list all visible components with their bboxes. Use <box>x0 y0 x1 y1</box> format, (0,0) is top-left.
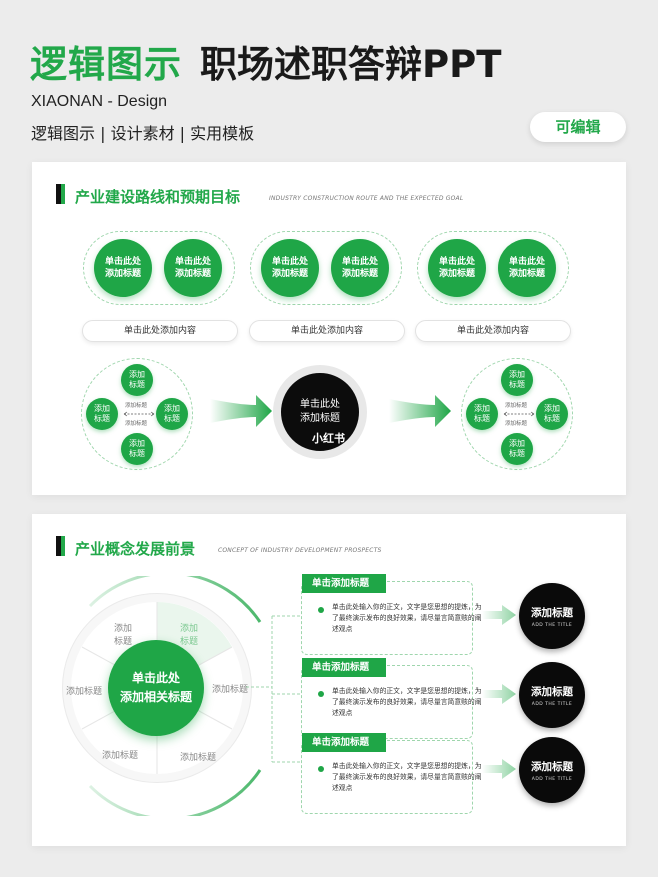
cluster-right-node-left[interactable]: 添加 标题 <box>466 398 498 430</box>
card3-title[interactable]: 单击添加标题 <box>302 733 386 752</box>
group-capsule-3: 单击此处 添加标题 单击此处 添加标题 <box>417 231 569 305</box>
section1-subtitle: INDUSTRY CONSTRUCTION ROUTE AND THE EXPE… <box>269 195 464 202</box>
cluster-left-node-top[interactable]: 添加 标题 <box>121 364 153 396</box>
section2-panel: 产业概念发展前景 CONCEPT OF INDUSTRY DEVELOPMENT… <box>32 514 626 846</box>
edit-button[interactable]: 可编辑 <box>530 112 626 142</box>
group3-circle-2[interactable]: 单击此处 添加标题 <box>498 239 556 297</box>
concept-center-circle[interactable]: 单击此处 添加相关标题 <box>108 640 204 736</box>
title-black: 职场述职答辩PPT <box>200 43 502 86</box>
card3-text[interactable]: 单击此处输入你的正文，文字是您思想的提炼，为了最终演示发布的良好效果，请尽量言简… <box>332 762 482 793</box>
group2-circle-2[interactable]: 单击此处 添加标题 <box>331 239 389 297</box>
card2-text[interactable]: 单击此处输入你的正文，文字是您思想的提炼，为了最终演示发布的良好效果，请尽量言简… <box>332 687 482 718</box>
card1-text[interactable]: 单击此处输入你的正文，文字是您思想的提炼，为了最终演示发布的良好效果，请尽量言简… <box>332 603 482 634</box>
section2-subtitle: CONCEPT OF INDUSTRY DEVELOPMENT PROSPECT… <box>218 547 382 554</box>
cluster-right-node-bottom[interactable]: 添加 标题 <box>501 433 533 465</box>
cluster-left-arrows-icon <box>123 411 155 417</box>
cluster-right-node-top[interactable]: 添加 标题 <box>501 364 533 396</box>
cluster-left-node-bottom[interactable]: 添加 标题 <box>121 433 153 465</box>
sector-label-bottom-left: 添加标题 <box>102 751 139 761</box>
group-capsule-2: 单击此处 添加标题 单击此处 添加标题 <box>250 231 402 305</box>
circle3-title: 添加标题 <box>531 760 573 773</box>
circle2-sub: ADD THE TITLE <box>531 701 573 707</box>
circle1-sub: ADD THE TITLE <box>531 622 573 628</box>
sector-label-top-left: 添加 标题 <box>114 624 133 647</box>
black-title-circle-1[interactable]: 添加标题 ADD THE TITLE <box>519 583 585 649</box>
tags-label: 逻辑图示 | 设计素材 | 实用模板 <box>31 124 255 143</box>
center-black-circle[interactable]: 单击此处 添加标题 <box>273 365 367 459</box>
card2-bullet-icon <box>318 691 324 697</box>
section1-bar-accent <box>61 184 65 204</box>
circle3-sub: ADD THE TITLE <box>531 776 573 782</box>
group2-circle-1[interactable]: 单击此处 添加标题 <box>261 239 319 297</box>
cycle-cluster-right: 添加 标题 添加 标题 添加 标题 添加 标题 添加标题 添加标题 <box>461 358 573 470</box>
card-arrow-icon-3 <box>482 759 516 779</box>
section1-title: 产业建设路线和预期目标 <box>75 188 241 206</box>
circle1-title: 添加标题 <box>531 606 573 619</box>
card-arrow-icon-2 <box>482 684 516 704</box>
card-arrow-icon-1 <box>482 605 516 625</box>
card1-bullet-icon <box>318 607 324 613</box>
flow-arrow-icon-1 <box>210 395 272 427</box>
content-card-1[interactable]: 单击添加标题 单击此处输入你的正文，文字是您思想的提炼，为了最终演示发布的良好效… <box>301 574 482 655</box>
cluster-left-node-left[interactable]: 添加 标题 <box>86 398 118 430</box>
sector-label-right: 添加标题 <box>212 685 249 695</box>
cluster-right-tiny-2: 添加标题 <box>505 421 528 427</box>
cluster-right-tiny-1: 添加标题 <box>505 403 528 409</box>
cluster-left-node-right[interactable]: 添加 标题 <box>156 398 188 430</box>
cluster-right-node-right[interactable]: 添加 标题 <box>536 398 568 430</box>
cluster-left-tiny-2: 添加标题 <box>125 421 148 427</box>
sector-label-bottom-right: 添加标题 <box>180 753 217 763</box>
section2-bar <box>56 536 61 556</box>
content-card-3[interactable]: 单击添加标题 单击此处输入你的正文，文字是您思想的提炼，为了最终演示发布的良好效… <box>301 733 482 814</box>
card2-title[interactable]: 单击添加标题 <box>302 658 386 677</box>
section2-title: 产业概念发展前景 <box>75 540 196 558</box>
card3-bullet-icon <box>318 766 324 772</box>
black-title-circle-3[interactable]: 添加标题 ADD THE TITLE <box>519 737 585 803</box>
card1-title[interactable]: 单击添加标题 <box>302 574 386 593</box>
group3-circle-1[interactable]: 单击此处 添加标题 <box>428 239 486 297</box>
sector-label-left: 添加标题 <box>66 687 103 697</box>
flow-arrow-icon-2 <box>389 395 451 427</box>
section1-panel: 产业建设路线和预期目标 INDUSTRY CONSTRUCTION ROUTE … <box>32 162 626 495</box>
watermark-label: 小红书 <box>312 432 345 445</box>
circle2-title: 添加标题 <box>531 685 573 698</box>
group1-circle-1[interactable]: 单击此处 添加标题 <box>94 239 152 297</box>
cluster-left-tiny-1: 添加标题 <box>125 403 148 409</box>
group1-pill[interactable]: 单击此处添加内容 <box>82 320 238 342</box>
group1-circle-2[interactable]: 单击此处 添加标题 <box>164 239 222 297</box>
group-capsule-1: 单击此处 添加标题 单击此处 添加标题 <box>83 231 235 305</box>
black-title-circle-2[interactable]: 添加标题 ADD THE TITLE <box>519 662 585 728</box>
content-card-2[interactable]: 单击添加标题 单击此处输入你的正文，文字是您思想的提炼，为了最终演示发布的良好效… <box>301 658 482 739</box>
cycle-cluster-left: 添加 标题 添加 标题 添加 标题 添加 标题 添加标题 添加标题 <box>81 358 193 470</box>
title-green: 逻辑图示 <box>30 43 182 86</box>
group2-pill[interactable]: 单击此处添加内容 <box>249 320 405 342</box>
ring-arcs-icon <box>88 576 262 816</box>
group3-pill[interactable]: 单击此处添加内容 <box>415 320 571 342</box>
sector-label-top-right: 添加 标题 <box>180 624 199 647</box>
section2-bar-accent <box>61 536 65 556</box>
brand-label: XIAONAN - Design <box>31 93 168 110</box>
section1-bar <box>56 184 61 204</box>
connector-lines-icon <box>246 615 302 763</box>
cluster-right-arrows-icon <box>503 411 535 417</box>
